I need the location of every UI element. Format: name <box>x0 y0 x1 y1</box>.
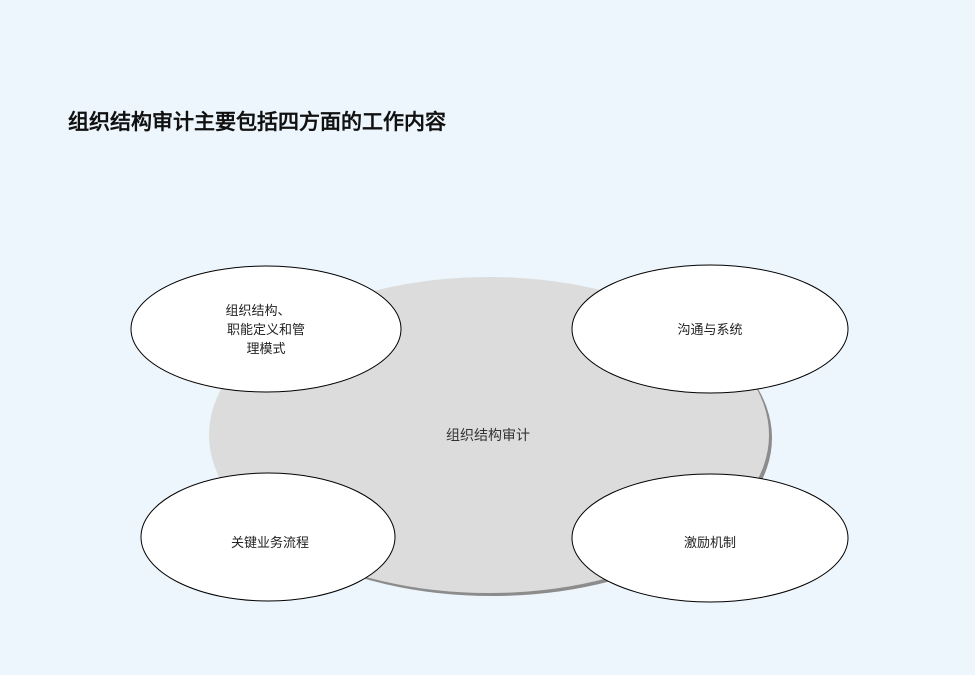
node-communication-ellipse <box>571 264 849 394</box>
node-org-structure-ellipse <box>130 265 402 393</box>
node-org-structure-line-3: 理模式 <box>246 342 285 357</box>
node-key-process-ellipse <box>140 472 396 602</box>
node-incentive-label: 激励机制 <box>684 536 736 551</box>
node-key-process: 关键业务流程 <box>140 472 396 602</box>
node-communication-label: 沟通与系统 <box>677 323 742 338</box>
node-key-process-label: 关键业务流程 <box>231 535 309 551</box>
node-org-structure-line-2: 职能定义和管 <box>227 323 305 338</box>
slide-title: 组织结构审计主要包括四方面的工作内容 <box>68 109 446 134</box>
node-org-structure: 组织结构、 职能定义和管 理模式 <box>130 265 402 393</box>
node-communication: 沟通与系统 <box>571 264 849 394</box>
node-incentive-ellipse <box>571 473 849 603</box>
node-incentive: 激励机制 <box>571 473 849 603</box>
center-label: 组织结构审计 <box>446 428 530 444</box>
node-org-structure-line-1: 组织结构、 <box>225 304 290 319</box>
